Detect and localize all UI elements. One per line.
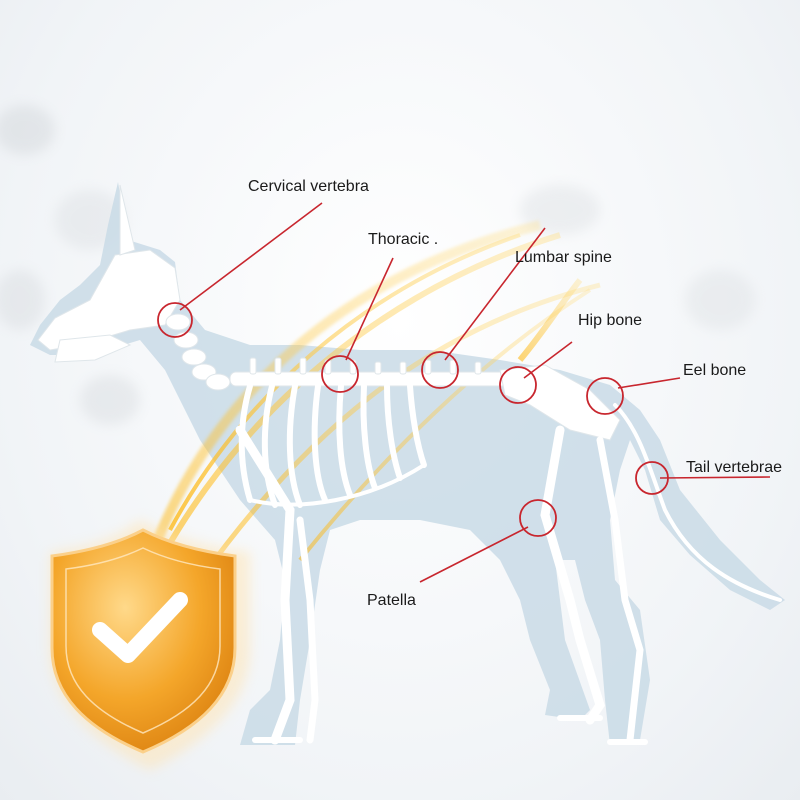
marker-eel [586,377,624,415]
marker-thoracic [321,355,359,393]
dog-silhouette [30,182,785,745]
shield-check-icon [50,520,250,770]
marker-hip [499,366,537,404]
callout-lines [179,202,771,583]
label-patella: Patella [367,592,416,609]
pelvis [499,364,621,441]
marker-patella [519,499,557,537]
hind-legs [540,425,648,745]
callout-circles [157,302,669,537]
marker-tail [635,461,669,495]
front-legs [235,425,319,745]
label-cervical-vertebra: Cervical vertebra [248,178,369,195]
label-tail-vertebrae: Tail vertebrae [686,459,783,476]
skull [37,184,181,363]
marker-cervical [157,302,193,338]
label-eel-bone: Eel bone [683,362,747,379]
label-hip-bone: Hip bone [578,312,643,329]
marker-lumbar [421,351,459,389]
tail-bones [613,403,782,602]
label-lumbar-spine: Lumbar spine [515,249,612,266]
label-thoracic: Thoracic . [368,231,439,248]
